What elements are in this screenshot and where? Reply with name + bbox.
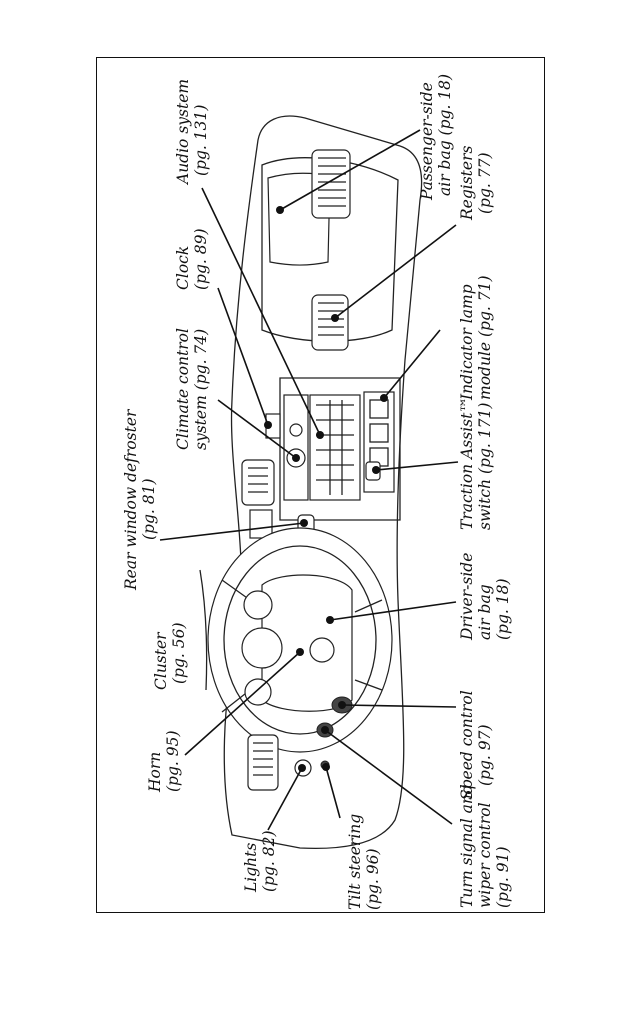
traction-line1: Traction Assist™ xyxy=(458,397,476,530)
diagram-frame xyxy=(96,57,545,913)
turn-signal-line2: wiper control xyxy=(476,802,494,908)
callout-indicator-lamp: Indicator lampmodule (pg. 71) xyxy=(458,275,494,401)
center-vent xyxy=(241,459,275,506)
registers-line1: Registers xyxy=(458,146,476,221)
tilt-line1: Tilt steering xyxy=(346,814,364,910)
callout-audio-system: Audio system(pg. 131) xyxy=(174,79,210,186)
horn-line2: (pg. 95) xyxy=(164,730,182,792)
driver-airbag-cover xyxy=(261,574,353,712)
callout-speed-control: Speed control(pg. 97) xyxy=(458,690,494,800)
indicator-line2: module (pg. 71) xyxy=(476,275,494,400)
callout-tilt-steering: Tilt steering(pg. 96) xyxy=(346,814,382,910)
callout-cluster: Cluster(pg. 56) xyxy=(152,622,188,690)
audio-system-line1: Audio system xyxy=(174,79,192,186)
cluster-line2: (pg. 56) xyxy=(170,622,188,684)
lights-line1: Lights xyxy=(242,843,260,893)
rear-defroster-line1: Rear window defroster xyxy=(122,408,140,591)
svg-text:Speed control(pg. 97): Speed control(pg. 97) xyxy=(458,690,494,800)
tilt-line2: (pg. 96) xyxy=(364,848,382,910)
svg-text:Climate controlsystem (pg. 74): Climate controlsystem (pg. 74) xyxy=(174,328,210,450)
rear-defroster-line2: (pg. 81) xyxy=(140,478,158,540)
turn-signal-line1: Turn signal and xyxy=(458,784,476,908)
callout-lights: Lights(pg. 82) xyxy=(242,830,278,893)
svg-text:Indicator lampmodule (pg. 71): Indicator lampmodule (pg. 71) xyxy=(458,275,494,401)
svg-text:Clock(pg. 89): Clock(pg. 89) xyxy=(174,228,210,290)
svg-text:Driver-sideair bag(pg. 18): Driver-sideair bag(pg. 18) xyxy=(458,553,512,641)
svg-text:Horn(pg. 95): Horn(pg. 95) xyxy=(146,730,182,793)
svg-text:Traction Assist™switch (pg. 17: Traction Assist™switch (pg. 171) xyxy=(458,397,494,530)
driver-airbag-line3: (pg. 18) xyxy=(494,578,512,640)
callout-climate-control: Climate controlsystem (pg. 74) xyxy=(174,328,210,450)
svg-text:Rear window defroster(pg. 81): Rear window defroster(pg. 81) xyxy=(122,408,158,591)
callout-registers: Registers(pg. 77) xyxy=(458,146,494,221)
speedometer xyxy=(241,627,283,669)
callout-rear-defroster: Rear window defroster(pg. 81) xyxy=(122,408,158,591)
speed-control-line2: (pg. 97) xyxy=(476,724,494,786)
passenger-airbag-line2: air bag (pg. 18) xyxy=(436,74,454,196)
driver-airbag-line1: Driver-side xyxy=(458,553,476,641)
svg-text:Turn signal andwiper control(p: Turn signal andwiper control(pg. 91) xyxy=(458,784,512,908)
cluster-line1: Cluster xyxy=(152,631,170,690)
indicator-line1: Indicator lamp xyxy=(458,284,476,401)
leader-lines xyxy=(159,129,459,831)
passenger-airbag-line1: Passenger-side xyxy=(418,82,436,201)
register-upper-vent xyxy=(311,149,351,219)
registers-line2: (pg. 77) xyxy=(476,152,494,214)
speed-control-line1: Speed control xyxy=(458,690,476,800)
svg-text:Tilt steering(pg. 96): Tilt steering(pg. 96) xyxy=(346,814,382,910)
callout-horn: Horn(pg. 95) xyxy=(146,730,182,793)
clock-line2: (pg. 89) xyxy=(192,228,210,290)
callout-traction-assist: Traction Assist™switch (pg. 171) xyxy=(458,397,494,530)
climate-line1: Climate control xyxy=(174,328,192,450)
callout-driver-airbag: Driver-sideair bag(pg. 18) xyxy=(458,553,512,641)
svg-text:Audio system(pg. 131): Audio system(pg. 131) xyxy=(174,79,210,186)
dashboard-illustration xyxy=(199,115,423,850)
climate-panel xyxy=(283,394,309,501)
lights-line2: (pg. 82) xyxy=(260,830,278,892)
driver-airbag-line2: air bag xyxy=(476,584,494,640)
svg-text:Registers(pg. 77): Registers(pg. 77) xyxy=(458,146,494,221)
register-lower-vent xyxy=(311,294,349,351)
svg-text:Cluster(pg. 56): Cluster(pg. 56) xyxy=(152,622,188,690)
horn-line1: Horn xyxy=(146,752,164,793)
traction-line2: switch (pg. 171) xyxy=(476,403,494,530)
driver-register xyxy=(247,734,279,791)
clock-line1: Clock xyxy=(174,246,192,290)
audio-unit xyxy=(309,394,361,501)
climate-line2: system (pg. 74) xyxy=(192,329,210,450)
callout-passenger-airbag: Passenger-sideair bag (pg. 18) xyxy=(418,74,454,201)
turn-signal-line3: (pg. 91) xyxy=(494,846,512,908)
audio-system-line2: (pg. 131) xyxy=(192,105,210,176)
hub-emblem xyxy=(309,637,335,663)
callout-clock: Clock(pg. 89) xyxy=(174,228,210,290)
svg-text:Passenger-sideair bag (pg. 18): Passenger-sideair bag (pg. 18) xyxy=(418,74,454,201)
callout-turn-signal: Turn signal andwiper control(pg. 91) xyxy=(458,784,512,908)
svg-text:Lights(pg. 82): Lights(pg. 82) xyxy=(242,830,278,893)
